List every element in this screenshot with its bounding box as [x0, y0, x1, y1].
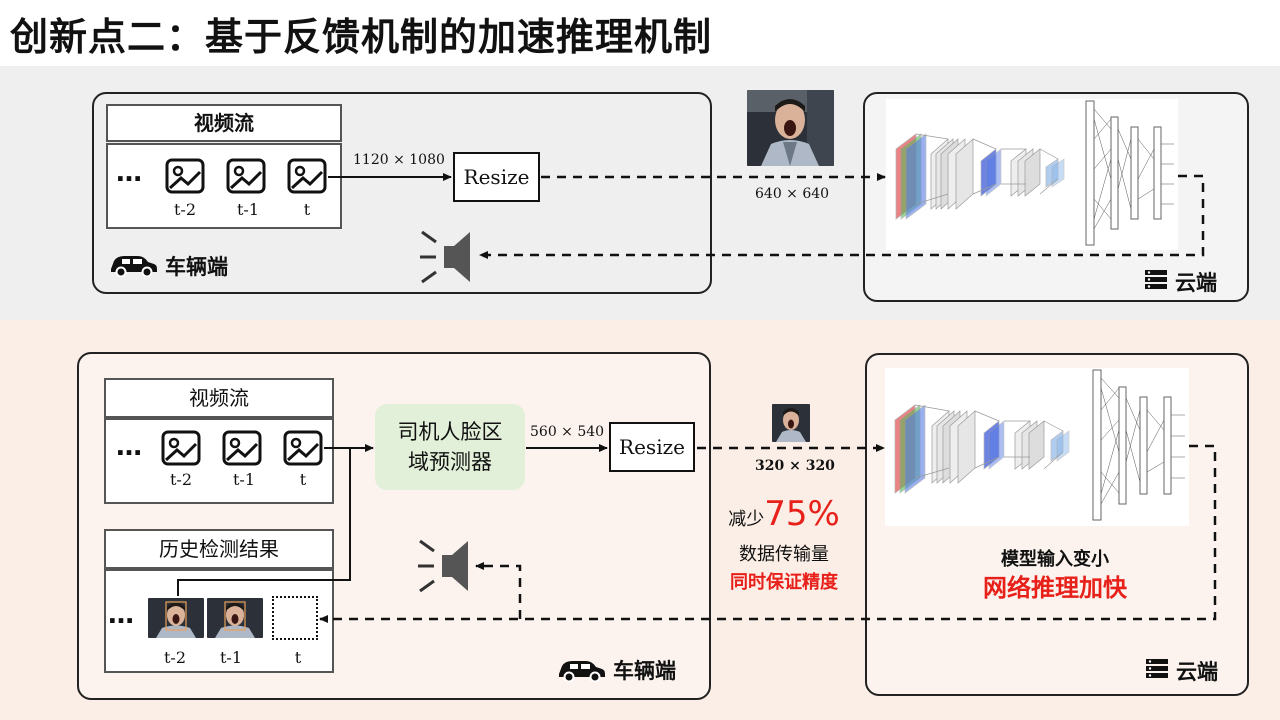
- image-icon: [165, 158, 205, 194]
- image-icon: [283, 430, 323, 466]
- reduce-value: 75%: [764, 494, 840, 534]
- bottom-ellipsis: …: [116, 432, 144, 462]
- bottom-output-resolution: 320 × 320: [755, 458, 835, 474]
- reduce-prefix: 减少: [728, 509, 765, 530]
- history-frame-label: t: [294, 648, 302, 667]
- face-photo: [148, 598, 204, 638]
- data-transfer-label: 数据传输量: [739, 544, 829, 565]
- top-video-stream-frames: [106, 143, 342, 229]
- top-cloud-label: 云端: [1175, 271, 1217, 295]
- history-frame-label: t-2: [163, 648, 186, 667]
- top-input-resolution: 1120 × 1080: [353, 152, 445, 168]
- page-title: 创新点二：基于反馈机制的加速推理机制: [10, 15, 713, 59]
- top-output-resolution: 640 × 640: [755, 186, 830, 202]
- predictor-resolution: 560 × 540: [530, 424, 605, 440]
- bottom-resize-box: Resize: [609, 422, 695, 472]
- cnn-network-diagram: [886, 99, 1178, 250]
- speaker-icon: [420, 230, 470, 284]
- frame-label: t-1: [232, 470, 255, 489]
- accuracy-note: 同时保证精度: [730, 572, 838, 593]
- server-icon: [1146, 659, 1168, 678]
- bottom-video-stream-header: 视频流: [104, 378, 334, 418]
- face-photo: [747, 90, 834, 166]
- predictor-line1: 司机人脸区: [397, 420, 503, 444]
- inference-note: 网络推理加快: [983, 574, 1127, 602]
- cnn-network-diagram: [885, 368, 1189, 526]
- frame-label: t-2: [173, 200, 196, 219]
- reduction-stat: 减少75%: [720, 494, 848, 534]
- frame-label: t-2: [169, 470, 192, 489]
- top-ellipsis: …: [116, 158, 144, 188]
- top-resize-box: Resize: [453, 152, 540, 202]
- image-icon: [226, 158, 266, 194]
- history-header: 历史检测结果: [104, 529, 334, 569]
- bottom-cloud-label: 云端: [1176, 660, 1218, 684]
- server-icon: [1145, 270, 1167, 289]
- image-icon: [222, 430, 262, 466]
- history-frame-label: t-1: [219, 648, 242, 667]
- predictor-line2: 域预测器: [408, 450, 492, 474]
- top-vehicle-label: 车辆端: [165, 255, 228, 279]
- car-icon: [559, 661, 605, 682]
- image-icon: [161, 430, 201, 466]
- frame-label: t: [299, 470, 307, 489]
- face-photo: [772, 404, 810, 442]
- frame-label: t: [303, 200, 311, 219]
- face-photo: [207, 598, 263, 638]
- face-region-predictor: 司机人脸区 域预测器: [375, 404, 525, 490]
- image-icon: [287, 158, 327, 194]
- top-video-stream-header: 视频流: [106, 104, 342, 142]
- frame-label: t-1: [236, 200, 259, 219]
- history-ellipsis: …: [108, 600, 136, 630]
- speaker-icon: [418, 539, 468, 593]
- bottom-vehicle-label: 车辆端: [613, 659, 676, 683]
- empty-current-frame: [272, 596, 318, 640]
- car-icon: [111, 256, 157, 277]
